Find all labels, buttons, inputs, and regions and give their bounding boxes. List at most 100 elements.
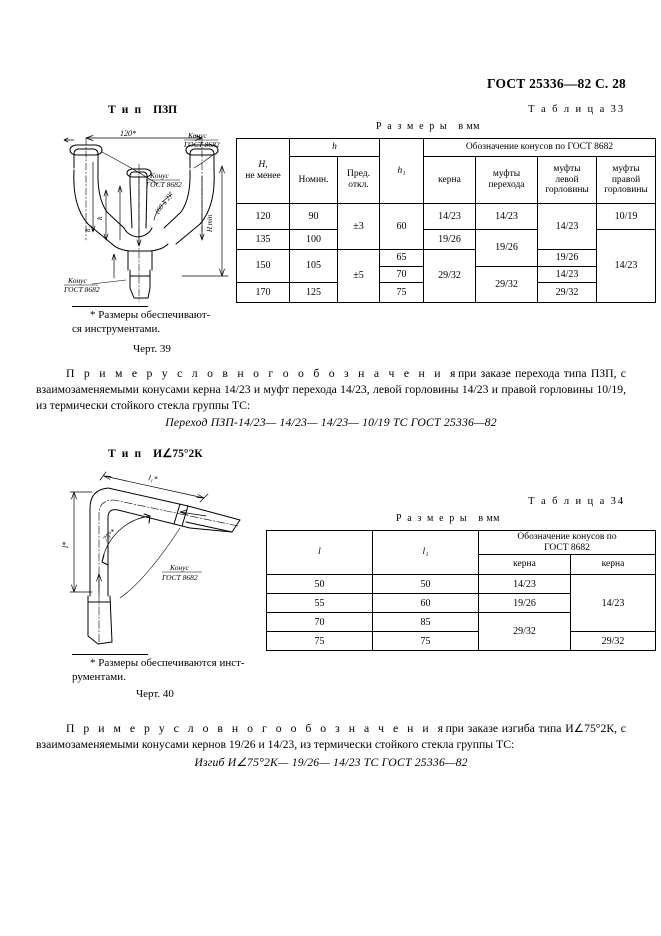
table34-dims-caption: Р а з м е р ы в мм <box>396 513 500 524</box>
table-row: 75 75 29/32 <box>266 631 656 652</box>
td-l: 55 <box>266 593 373 614</box>
figure-40-drawing: l₁* l* 75°* Конус ГОСТ 8682 <box>61 466 262 651</box>
table-34: l l₁ Обозначение конусов по ГОСТ 8682 ке… <box>266 529 656 652</box>
td-h1: 65 <box>379 249 424 267</box>
td-l1: 50 <box>372 574 479 595</box>
example-designation-2: П р и м е р у с л о в н о г о о б о з н … <box>36 721 626 770</box>
th-cones-group: Обозначение конусов по ГОСТ 8682 <box>423 138 656 157</box>
td-kerna-right: 29/32 <box>570 631 656 652</box>
td-h1: 60 <box>379 203 424 250</box>
th-mufty-perehoda: муфты перехода <box>475 156 538 204</box>
td-mufty-left: 14/23 <box>537 203 597 250</box>
label-hmin: H min <box>206 214 214 233</box>
table-row: 70 85 29/32 <box>266 612 656 652</box>
td-mufty-perehoda: 29/32 <box>475 266 538 303</box>
td-mufty-right: 10/19 <box>596 203 656 230</box>
th-nominal: Номин. <box>289 156 338 204</box>
td-kerna-left: 29/32 <box>478 612 571 652</box>
td-kerna: 14/23 <box>423 203 476 230</box>
th-cones-group-34: Обозначение конусов по ГОСТ 8682 <box>478 529 656 556</box>
th-h-group: h <box>289 138 380 157</box>
figure-39-drawing: 120* Конус ГОСТ 8682 Конус ГОСТ 8682 Кон… <box>62 128 234 308</box>
table33-header-row-2: Номин. Пред. откл. керна муфты перехода … <box>237 156 656 204</box>
table33-caption: Т а б л и ц а 33 <box>528 104 625 115</box>
example-designation-1: П р и м е р у с л о в н о г о о б о з н … <box>36 366 626 431</box>
figure-40-note: * Размеры обеспечиваются инст- рументами… <box>72 654 302 685</box>
label-l1: l₁* <box>148 473 159 484</box>
page-header-reference: ГОСТ 25336—82 С. 28 <box>487 76 626 91</box>
td-l1: 75 <box>372 631 479 652</box>
th-mufty-right: муфты правой горловины <box>596 156 656 204</box>
td-l: 50 <box>266 574 373 595</box>
label-h: h <box>96 216 104 220</box>
table-row: 50 50 14/23 14/23 <box>266 574 656 633</box>
label-h1: h₁ <box>84 226 92 232</box>
example1-body: при заказе перехода типа ПЗП, с взаимоза… <box>36 367 626 412</box>
td-kerna: 29/32 <box>423 249 476 303</box>
label-cone-std: ГОСТ 8682 <box>161 573 198 582</box>
table34-header-row-2: керна керна <box>267 554 656 576</box>
table-33: H, не менее h h₁ Обозначение конусов по … <box>236 138 656 303</box>
label-l: l* <box>62 542 70 548</box>
table-row: 120 90 ±3 60 14/23 14/23 14/23 10/19 <box>236 203 656 250</box>
td-h1: 75 <box>379 282 424 303</box>
figure-39-note-line1: * Размеры обеспечивают- <box>90 309 211 321</box>
section2-type-value: И∠75°2К <box>153 448 203 460</box>
td-kerna-left: 14/23 <box>478 574 571 595</box>
table-row: 150 105 ±5 65 29/32 19/26 <box>236 249 656 303</box>
label-cone-bottom-std: ГОСТ 8682 <box>63 285 100 294</box>
th-h1: h₁ <box>379 138 424 204</box>
label-cone-mid: Конус <box>149 171 169 180</box>
td-mufty-left: 14/23 <box>537 266 597 283</box>
td-kerna-left: 19/26 <box>478 593 571 614</box>
table33-dims-caption: Р а з м е р ы в мм <box>376 121 480 132</box>
figure-40-caption: Черт. 40 <box>136 688 174 700</box>
td-mufty-left: 19/26 <box>537 249 597 267</box>
table34-caption: Т а б л и ц а 34 <box>528 496 625 507</box>
table-row: 70 29/32 14/23 <box>237 266 656 303</box>
section1-type-title: Т и п ПЗП <box>108 104 177 116</box>
td-l: 70 <box>266 612 373 633</box>
figure-39-note-rule <box>72 306 148 307</box>
td-nominal: 105 <box>289 249 338 283</box>
section1-type-prefix: Т и п <box>108 104 143 116</box>
example2-designation: Изгиб И∠75°2К— 19/26— 14/23 ТС ГОСТ 2533… <box>194 755 468 769</box>
label-cone-bottom: Конус <box>67 276 87 285</box>
figure-39-note-line2: ся инструментами. <box>72 322 161 335</box>
td-tolerance: ±3 <box>337 203 380 250</box>
td-tolerance: ±5 <box>337 249 380 303</box>
td-kerna: 19/26 <box>423 229 476 250</box>
figure-40-note-line1: * Размеры обеспечиваются инст- <box>90 657 245 669</box>
example1-designation: Переход ПЗП-14/23— 14/23— 14/23— 10/19 Т… <box>165 416 497 430</box>
td-nominal: 125 <box>289 282 338 303</box>
td-h1: 70 <box>379 266 424 283</box>
table-row: 170 125 75 29/32 <box>236 282 656 303</box>
td-l1: 60 <box>372 593 479 614</box>
pzp-svg: 120* Конус ГОСТ 8682 Конус ГОСТ 8682 Кон… <box>63 129 229 303</box>
td-H: 150 <box>236 249 290 283</box>
td-H: 170 <box>236 282 290 303</box>
th-H: H, не менее <box>236 138 290 204</box>
td-mufty-perehoda: 19/26 <box>475 229 538 267</box>
label-angle-inner: (60 ± 2)° <box>153 190 175 215</box>
figure-40-note-rule <box>72 654 148 655</box>
section2-type-title: Т и п И∠75°2К <box>108 446 203 460</box>
td-kerna-right: 14/23 <box>570 574 656 633</box>
th-kerna: керна <box>423 156 476 204</box>
td-H: 135 <box>236 229 290 250</box>
label-cone-right-std: ГОСТ 8682 <box>183 140 220 149</box>
td-nominal: 100 <box>289 229 338 250</box>
table34-header-row-1: l l₁ Обозначение конусов по ГОСТ 8682 <box>266 529 656 576</box>
label-angle-top: 120* <box>120 129 136 138</box>
th-kerna-right: керна <box>570 554 656 576</box>
label-cone-right: Конус <box>187 131 207 140</box>
td-mufty-right: 14/23 <box>596 229 656 303</box>
example1-lead: П р и м е р у с л о в н о г о о б о з н … <box>66 367 458 380</box>
th-mufty-left: муфты левой горловины <box>537 156 597 204</box>
table34-dims-unit: в мм <box>478 513 500 524</box>
th-tolerance: Пред. откл. <box>337 156 380 204</box>
th-l1: l₁ <box>372 529 479 576</box>
table33-dims-text: Р а з м е р ы <box>376 121 449 132</box>
table-row: 55 60 19/26 <box>266 593 656 614</box>
label-angle-75: 75°* <box>101 527 118 544</box>
